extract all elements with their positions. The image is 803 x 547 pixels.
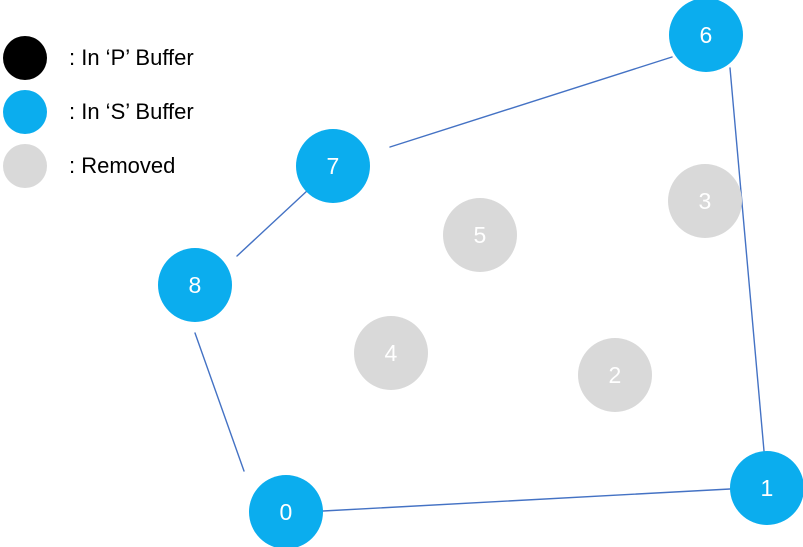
- graph-edge-6-1: [729, 67, 765, 452]
- legend-label: : In ‘S’ Buffer: [69, 99, 194, 124]
- legend-item-1: : In ‘S’ Buffer: [3, 90, 194, 134]
- legend-swatch-icon: [3, 90, 47, 134]
- legend-item-2: : Removed: [3, 144, 175, 188]
- graph-node-label: 7: [326, 152, 340, 179]
- graph-edge-8-0: [194, 332, 245, 472]
- graph-node-label: 8: [188, 271, 202, 298]
- graph-edge-7-6: [389, 56, 673, 148]
- graph-node-label: 0: [279, 498, 293, 525]
- graph-node-7[interactable]: 7: [296, 129, 370, 203]
- graph-edge-8-7: [236, 189, 309, 257]
- graph-node-label: 6: [699, 21, 713, 48]
- graph-node-4[interactable]: 4: [354, 316, 428, 390]
- graph-node-6[interactable]: 6: [669, 0, 743, 72]
- graph-node-label: 2: [608, 361, 622, 388]
- graph-node-8[interactable]: 8: [158, 248, 232, 322]
- legend-label: : In ‘P’ Buffer: [69, 45, 194, 70]
- legend-label: : Removed: [69, 153, 176, 178]
- graph-node-label: 3: [698, 187, 712, 214]
- graph-node-1[interactable]: 1: [730, 451, 803, 525]
- graph-node-label: 4: [384, 339, 398, 366]
- legend-item-0: : In ‘P’ Buffer: [3, 36, 194, 80]
- graph-node-label: 5: [473, 221, 487, 248]
- graph-node-3[interactable]: 3: [668, 164, 742, 238]
- graph-node-label: 1: [760, 474, 774, 501]
- graph-edge-1-0: [322, 488, 731, 512]
- graph-node-0[interactable]: 0: [249, 475, 323, 547]
- graph-node-2[interactable]: 2: [578, 338, 652, 412]
- legend-swatch-icon: [3, 144, 47, 188]
- legend-swatch-icon: [3, 36, 47, 80]
- graph-node-5[interactable]: 5: [443, 198, 517, 272]
